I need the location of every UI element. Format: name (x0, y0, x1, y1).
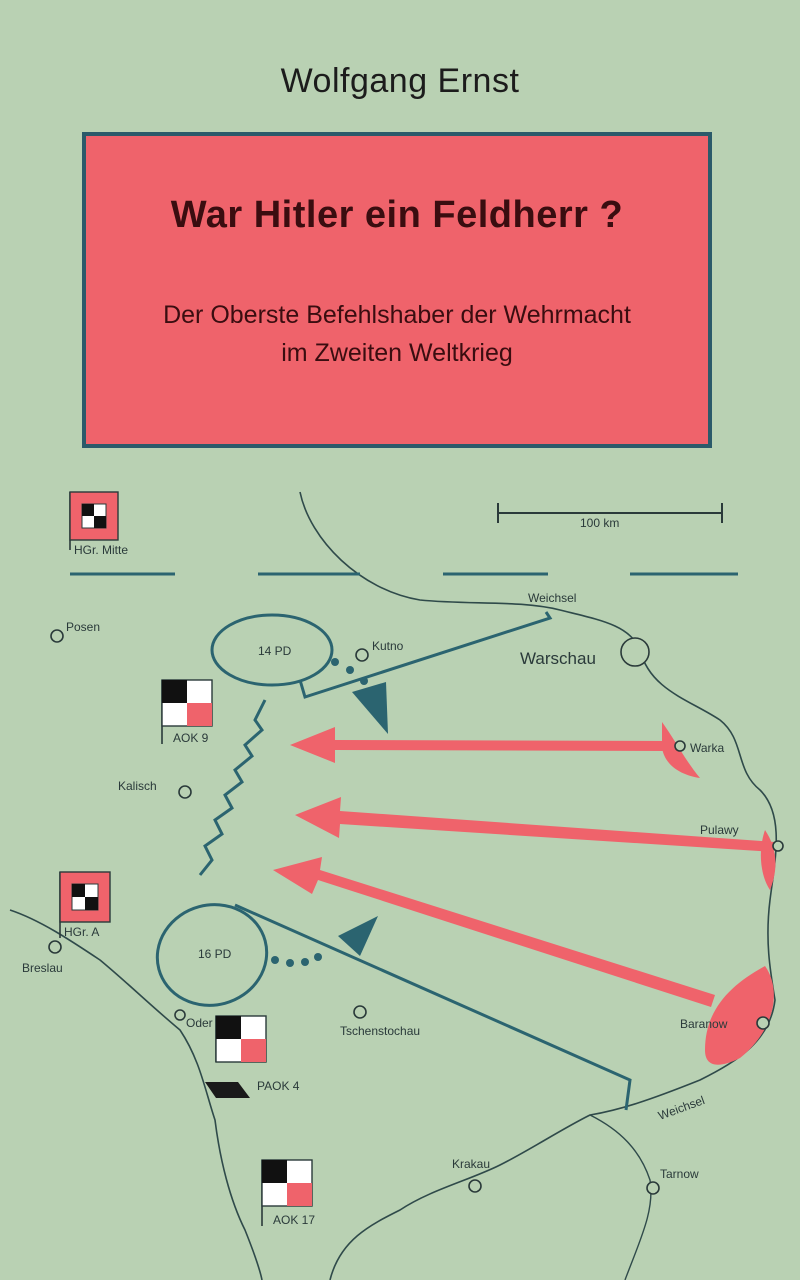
hq-paok4-label: PAOK 4 (257, 1079, 300, 1093)
city-krakau-label: Krakau (452, 1157, 490, 1171)
weichsel-river (299, 491, 778, 1280)
tributary-river (589, 1114, 652, 1280)
northern-corridor (298, 611, 553, 699)
arrow-pulawy (295, 797, 775, 852)
city-warka-marker (674, 740, 686, 752)
bridgehead-baranow (705, 966, 774, 1065)
city-posen-marker (50, 629, 64, 643)
german-front-zigzag (198, 699, 267, 876)
city-breslau-label: Breslau (22, 961, 63, 975)
city-pulawy-label: Pulawy (700, 823, 739, 837)
southern-corridor (234, 903, 632, 1111)
bridgehead-warka (662, 722, 700, 778)
soviet-arrows (273, 727, 775, 1007)
northern-arrowhead (352, 682, 388, 734)
hq-flag-aok9 (161, 679, 213, 744)
city-oder-marker (174, 1009, 186, 1021)
unit-14pd-label: 14 PD (258, 644, 292, 658)
city-kalisch-label: Kalisch (118, 779, 157, 793)
city-tarnow-marker (646, 1181, 660, 1195)
city-baranow-label: Baranow (680, 1017, 728, 1031)
scale-bar (497, 503, 723, 523)
pocket-16pd (155, 903, 269, 1007)
hq-aok17-label: AOK 17 (273, 1213, 315, 1227)
southern-arrowhead (338, 916, 378, 956)
river-oder-label: Oder (186, 1016, 213, 1030)
hq-mitte-label: HGr. Mitte (74, 543, 128, 557)
author-name: Wolfgang Ernst (280, 62, 520, 100)
arrow-warka (290, 727, 668, 763)
hq-aok9-label: AOK 9 (173, 731, 209, 745)
city-kutno-label: Kutno (372, 639, 404, 653)
scale-label: 100 km (580, 516, 619, 530)
city-warschau-label: Warschau (520, 649, 596, 668)
hq-flag-paok4 (205, 1015, 267, 1098)
subtitle-line-2: im Zweiten Weltkrieg (281, 339, 513, 367)
hq-a-label: HGr. A (64, 925, 99, 939)
title-box: War Hitler ein Feldherr ? Der Oberste Be… (82, 132, 712, 448)
city-pulawy-marker (772, 840, 784, 852)
city-kutno-marker (355, 648, 369, 662)
unit-16pd-label: 16 PD (198, 947, 232, 961)
city-warschau-marker (620, 637, 650, 667)
city-tschenstochau-label: Tschenstochau (340, 1024, 420, 1038)
river-weichsel-label-south: Weichsel (656, 1093, 706, 1123)
city-tschenstochau-marker (353, 1005, 367, 1019)
city-breslau-marker (48, 940, 62, 954)
hq-flag-aok17 (261, 1159, 313, 1226)
hq-flag-mitte (69, 491, 119, 550)
city-krakau-marker (468, 1179, 482, 1193)
river-weichsel-label-north: Weichsel (528, 591, 576, 605)
southern-dotted-advance (271, 953, 322, 967)
pocket-14pd (210, 613, 334, 687)
subtitle-line-1: Der Oberste Befehlshaber der Wehrmacht (163, 301, 631, 329)
hq-flag-a (59, 871, 111, 938)
city-posen-label: Posen (66, 620, 100, 634)
city-kalisch-marker (178, 785, 192, 799)
book-title: War Hitler ein Feldherr ? (170, 194, 624, 236)
city-baranow-marker (756, 1016, 770, 1030)
book-subtitle: Der Oberste Befehlshaber der Wehrmacht i… (86, 296, 708, 372)
arrow-baranow (273, 857, 715, 1007)
oder-river (9, 909, 263, 1280)
northern-dotted-advance (331, 658, 368, 685)
city-tarnow-label: Tarnow (660, 1167, 699, 1181)
city-warka-label: Warka (690, 741, 725, 755)
